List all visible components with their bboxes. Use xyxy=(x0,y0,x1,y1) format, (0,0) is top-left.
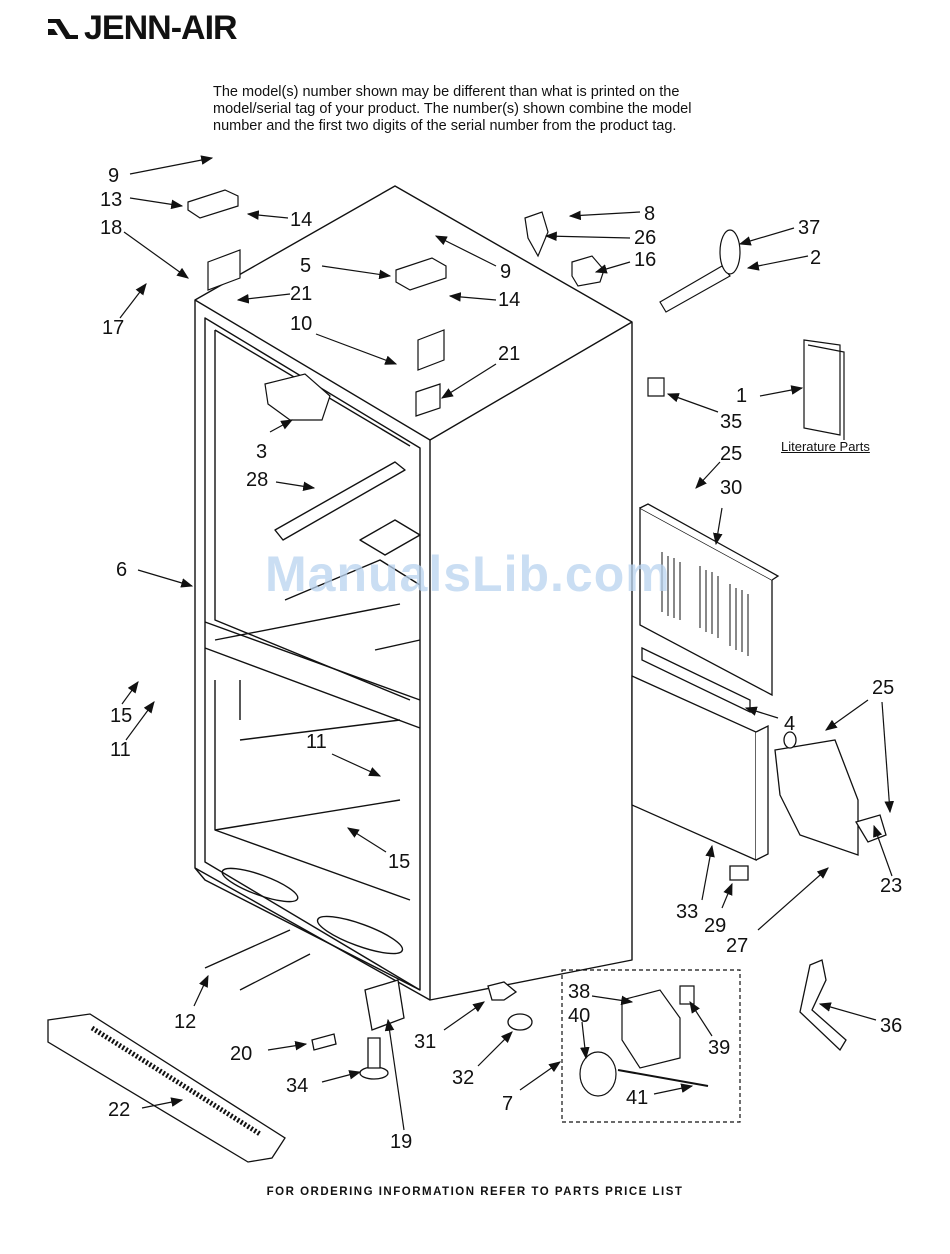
watermark: ManualsLib.com xyxy=(265,546,671,602)
top-hinge-left xyxy=(207,249,241,291)
callout-38: 38 xyxy=(568,981,590,1003)
callout-15-a: 15 xyxy=(110,705,132,727)
callout-34: 34 xyxy=(286,1075,308,1097)
callout-31: 31 xyxy=(414,1031,436,1053)
clip-29 xyxy=(729,865,749,881)
screw-20 xyxy=(311,1033,337,1051)
callout-14-b: 14 xyxy=(498,289,520,311)
ice-tube-2 xyxy=(659,265,731,313)
hose-36 xyxy=(799,959,847,1052)
callout-37: 37 xyxy=(798,217,820,239)
model-notice: The model(s) number shown may be differe… xyxy=(213,84,773,135)
callout-36: 36 xyxy=(880,1015,902,1037)
callout-26: 26 xyxy=(634,227,656,249)
motor-bracket-38 xyxy=(621,989,681,1069)
callout-40: 40 xyxy=(568,1005,590,1027)
literature-book-1 xyxy=(803,339,841,436)
clip-16 xyxy=(571,255,605,287)
callout-13: 13 xyxy=(100,189,122,211)
callout-32: 32 xyxy=(452,1067,474,1089)
leveling-leg-34 xyxy=(359,1066,389,1080)
callout-35: 35 xyxy=(720,411,742,433)
callout-7: 7 xyxy=(502,1093,513,1115)
assembly-7-box xyxy=(561,969,741,1123)
notice-line-1: The model(s) number shown may be differe… xyxy=(213,84,680,100)
callout-6: 6 xyxy=(116,559,127,581)
top-hinge-cover-left xyxy=(187,189,239,219)
callout-1: 1 xyxy=(736,385,747,407)
shaft-41 xyxy=(617,1069,709,1087)
clip-35 xyxy=(647,377,665,397)
callout-20: 20 xyxy=(230,1043,252,1065)
callout-19: 19 xyxy=(390,1131,412,1153)
callout-33: 33 xyxy=(676,901,698,923)
fan-blade-40 xyxy=(579,1051,617,1097)
callout-18: 18 xyxy=(100,217,122,239)
bracket-27 xyxy=(774,739,859,856)
callout-21-b: 21 xyxy=(498,343,520,365)
top-hinge-right xyxy=(417,329,445,371)
clip-39 xyxy=(679,985,695,1005)
callout-11-b: 11 xyxy=(306,731,327,753)
ordering-info-footer: FOR ORDERING INFORMATION REFER TO PARTS … xyxy=(266,1186,684,1198)
callout-39: 39 xyxy=(708,1037,730,1059)
brand-name: JENN-AIR xyxy=(84,8,238,47)
callout-8: 8 xyxy=(644,203,655,225)
top-hinge-cover-right xyxy=(395,257,447,291)
clamp-31 xyxy=(487,981,518,1001)
bracket-26 xyxy=(524,211,549,258)
callout-9-a: 9 xyxy=(108,165,119,187)
jenn-air-logo-mark-icon xyxy=(48,19,78,39)
jenn-air-logo: JENN-AIR xyxy=(46,8,238,48)
callout-30: 30 xyxy=(720,477,742,499)
screw-12-b xyxy=(239,953,311,991)
callout-29: 29 xyxy=(704,915,726,937)
callout-10: 10 xyxy=(290,313,312,335)
callout-14-a: 14 xyxy=(290,209,312,231)
callout-11-a: 11 xyxy=(110,739,131,761)
callout-41: 41 xyxy=(626,1087,648,1109)
air-duct-3 xyxy=(264,373,331,421)
grommet-32 xyxy=(507,1013,533,1031)
callout-28: 28 xyxy=(246,469,268,491)
callout-17: 17 xyxy=(102,317,124,339)
hinge-plate-right xyxy=(415,383,441,417)
callout-25-b: 25 xyxy=(872,677,894,699)
screw-12-a xyxy=(204,929,291,969)
literature-parts-label: Literature Parts xyxy=(781,439,870,454)
callout-25-a: 25 xyxy=(720,443,742,465)
callout-27: 27 xyxy=(726,935,748,957)
grille-22 xyxy=(47,1013,286,1163)
callout-23: 23 xyxy=(880,875,902,897)
leveling-bracket-19 xyxy=(364,979,405,1031)
callout-5: 5 xyxy=(300,255,311,277)
clip-23 xyxy=(855,814,887,843)
callout-15-b: 15 xyxy=(388,851,410,873)
callout-21-a: 21 xyxy=(290,283,312,305)
notice-line-3: number and the first two digits of the s… xyxy=(213,118,677,134)
callout-4: 4 xyxy=(784,713,795,735)
callout-16: 16 xyxy=(634,249,656,271)
callout-22: 22 xyxy=(108,1099,130,1121)
callout-12: 12 xyxy=(174,1011,196,1033)
callout-9-b: 9 xyxy=(500,261,511,283)
callout-3: 3 xyxy=(256,441,267,463)
callout-2: 2 xyxy=(810,247,821,269)
notice-line-2: model/serial tag of your product. The nu… xyxy=(213,101,692,117)
